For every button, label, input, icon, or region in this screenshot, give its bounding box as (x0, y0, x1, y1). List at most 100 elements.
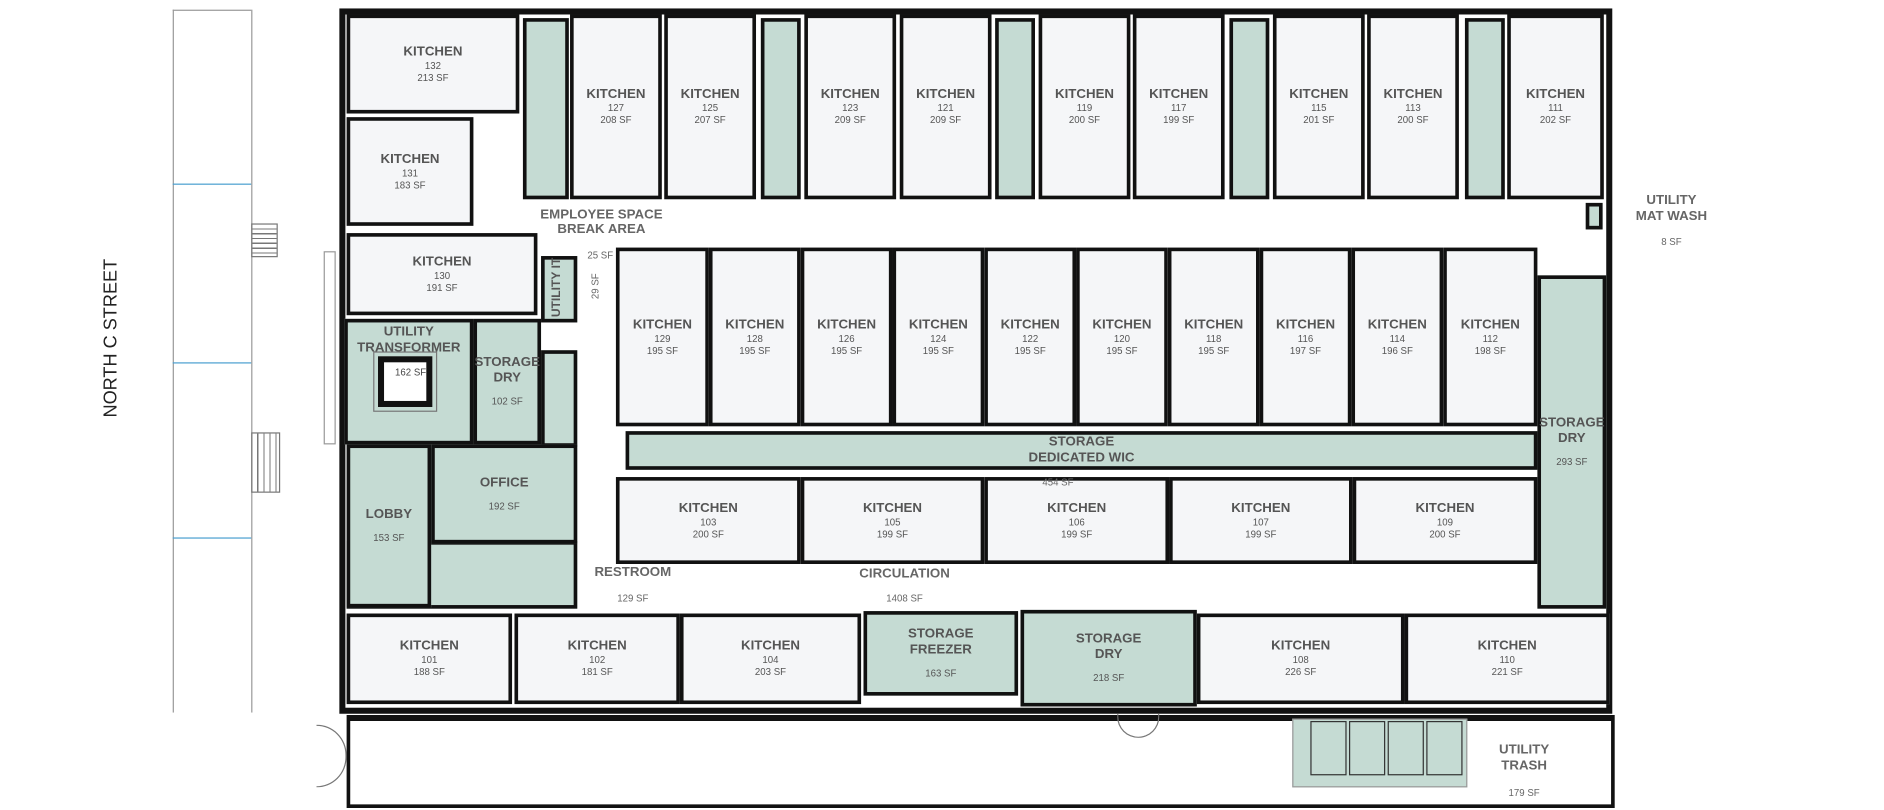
room-area: 195 SF (1014, 344, 1046, 356)
room-number: 102 (589, 654, 606, 666)
room-number: 104 (762, 654, 779, 666)
stairs-icon (251, 223, 278, 258)
utility-it-room[interactable] (541, 256, 578, 323)
room-name: KITCHEN (399, 638, 459, 654)
room-area: 226 SF (1285, 666, 1317, 678)
dumpster-icon (1387, 720, 1424, 776)
room-number: 113 (1405, 102, 1421, 114)
room-name: KITCHEN (632, 317, 692, 332)
room-name: KITCHEN (403, 44, 463, 59)
dumpster-icon (1426, 720, 1463, 776)
room-number: 131 (401, 167, 419, 179)
mat-wash-room[interactable] (1585, 202, 1603, 230)
street-line (172, 9, 174, 713)
room-name: KITCHEN (1477, 638, 1537, 654)
room-area: 199 SF (876, 528, 909, 540)
room-name: KITCHEN (1000, 317, 1060, 332)
room-name: KITCHEN (725, 317, 785, 332)
room-name: UTILITY (383, 324, 434, 340)
room-area: 181 SF (581, 666, 613, 678)
break-area-label-2: BREAK AREA (557, 222, 646, 237)
room-number: 111 (1548, 102, 1563, 114)
room-number: 132 (424, 59, 442, 71)
storage-corridor (541, 350, 578, 447)
storage-corridor (1464, 18, 1505, 200)
room-number: 124 (930, 332, 947, 344)
room-area: 195 SF (739, 344, 771, 356)
window (323, 251, 336, 445)
room-area: 200 SF (1397, 114, 1429, 126)
room-area: 199 SF (1245, 528, 1277, 540)
street-marking (172, 183, 252, 185)
room-number: 127 (607, 102, 624, 114)
room-area: 201 SF (1303, 114, 1335, 126)
room-area: 191 SF (426, 281, 458, 293)
dumpster-icon (1310, 720, 1347, 776)
storage-corridor (760, 18, 801, 200)
mat-wash-label: UTILITY (1646, 193, 1697, 208)
street-line (251, 9, 253, 713)
room-area: 200 SF (692, 528, 724, 540)
room-name: KITCHEN (586, 86, 646, 102)
room-number: 128 (746, 332, 763, 344)
room-number: 129 (654, 332, 671, 344)
room-name: STORAGE (1048, 434, 1115, 450)
room-name: KITCHEN (1367, 317, 1427, 332)
room-area: 195 SF (831, 344, 863, 356)
room-name: KITCHEN (412, 254, 472, 269)
restroom-area: 129 SF (617, 592, 649, 604)
room-area: 202 SF (1539, 114, 1572, 126)
room-name: LOBBY (365, 507, 413, 522)
trash-area-sf: 179 SF (1508, 787, 1540, 799)
room-number: 126 (838, 332, 855, 344)
room-number: 125 (702, 102, 719, 114)
room-number: 109 (1436, 516, 1454, 528)
trash-label: UTILITY (1499, 742, 1550, 758)
room-name: KITCHEN (678, 500, 738, 516)
room-area: 293 SF (1556, 456, 1588, 468)
circulation-label: CIRCULATION (859, 566, 950, 581)
restroom-label: RESTROOM (594, 565, 672, 580)
room-number: 119 (1076, 102, 1093, 114)
